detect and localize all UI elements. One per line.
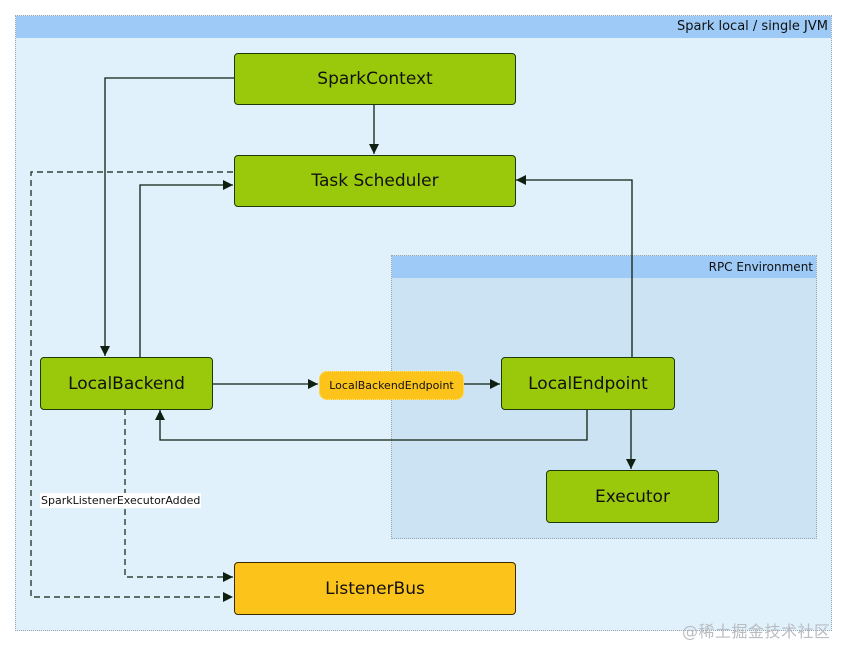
edge-label-executor-added: SparkListenerExecutorAdded (40, 493, 202, 508)
node-local-endpoint: LocalEndpoint (501, 357, 675, 410)
node-task-scheduler-label: Task Scheduler (311, 171, 439, 191)
local-backend-endpoint-label: LocalBackendEndpoint (329, 379, 454, 392)
node-executor: Executor (546, 470, 719, 523)
node-local-endpoint-label: LocalEndpoint (528, 373, 648, 394)
rpc-environment-title: RPC Environment (392, 256, 816, 278)
local-backend-endpoint-pill: LocalBackendEndpoint (319, 371, 464, 400)
watermark: @稀土掘金技术社区 (682, 622, 831, 641)
node-spark-context-label: SparkContext (317, 69, 433, 89)
node-local-backend: LocalBackend (40, 357, 213, 410)
node-listener-bus: ListenerBus (234, 562, 516, 615)
node-local-backend-label: LocalBackend (68, 373, 185, 394)
spark-local-title: Spark local / single JVM (16, 16, 831, 38)
node-listener-bus-label: ListenerBus (325, 578, 425, 599)
node-spark-context: SparkContext (234, 53, 516, 105)
node-executor-label: Executor (595, 486, 670, 507)
node-task-scheduler: Task Scheduler (234, 155, 516, 207)
